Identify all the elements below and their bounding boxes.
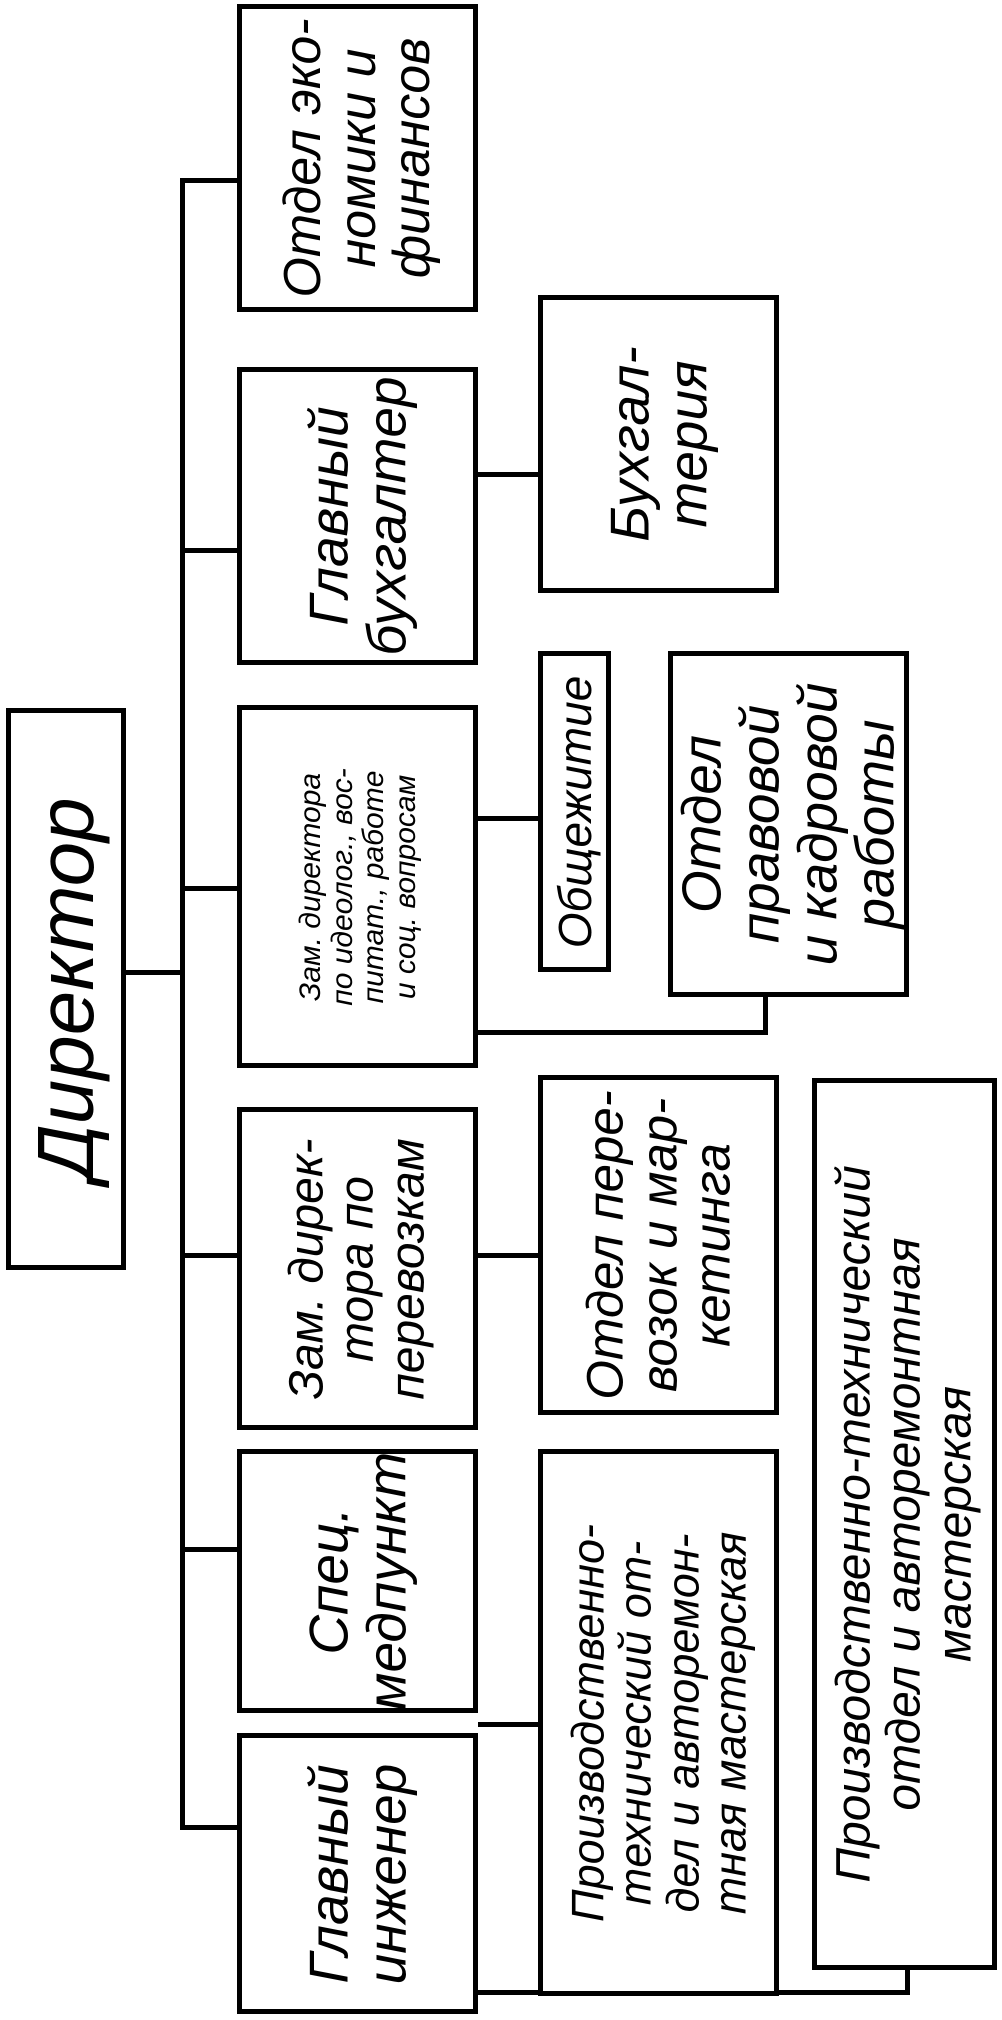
director-label: Директор bbox=[21, 797, 110, 1181]
economics-finance-box: Отдел эко- номики и финансов bbox=[237, 4, 478, 312]
connector-director bbox=[98, 970, 180, 975]
director-box: Директор bbox=[6, 708, 126, 1270]
legal-hr-box: Отдел правовой и кадровой работы bbox=[668, 651, 909, 997]
production-workshop-b-box: Производственно-технический отдел и авто… bbox=[812, 1078, 997, 1970]
chief-engineer-box: Главный инженер bbox=[237, 1733, 478, 2014]
connector-legal-hr-v bbox=[763, 992, 768, 1035]
production-workshop-a-label: Производственно- технический от- дел и а… bbox=[562, 1523, 755, 1922]
deputy-transport-label: Зам. дирек- тора по перевозкам bbox=[279, 1137, 434, 1400]
connector-medpoint bbox=[180, 1547, 237, 1552]
deputy-transport-box: Зам. дирек- тора по перевозкам bbox=[237, 1107, 478, 1430]
connector-dormitory bbox=[478, 816, 538, 821]
connector-economics bbox=[180, 178, 237, 183]
connector-workshop-b-v bbox=[905, 1965, 910, 1995]
accounting-label: Бухгал- терия bbox=[597, 346, 718, 542]
deputy-ideology-box: Зам. директора по идеолог., вос- питат.,… bbox=[237, 705, 478, 1068]
chief-accountant-label: Главный бухгалтер bbox=[296, 376, 417, 656]
transport-marketing-label: Отдел пере- возок и мар- кетинга bbox=[576, 1090, 741, 1400]
economics-finance-label: Отдел эко- номики и финансов bbox=[273, 18, 441, 298]
medpoint-label: Спец. медпункт bbox=[296, 1451, 417, 1711]
connector-accounting bbox=[478, 472, 538, 477]
connector-legal-hr-h bbox=[478, 1030, 768, 1035]
connector-deputy-transport bbox=[180, 1253, 237, 1258]
accounting-box: Бухгал- терия bbox=[538, 295, 779, 593]
connector-deputy-ideology bbox=[180, 886, 237, 891]
medpoint-box: Спец. медпункт bbox=[237, 1449, 478, 1713]
connector-main-spine bbox=[180, 178, 185, 1830]
production-workshop-a-box: Производственно- технический от- дел и а… bbox=[538, 1449, 779, 1996]
chief-accountant-box: Главный бухгалтер bbox=[237, 367, 478, 665]
deputy-ideology-label: Зам. директора по идеолог., вос- питат.,… bbox=[293, 767, 422, 1006]
transport-marketing-box: Отдел пере- возок и мар- кетинга bbox=[538, 1075, 779, 1415]
chief-engineer-label: Главный инженер bbox=[296, 1763, 417, 1984]
connector-workshop-a bbox=[478, 1722, 538, 1727]
dormitory-box: Общежитие bbox=[538, 651, 611, 972]
dormitory-label: Общежитие bbox=[548, 675, 601, 948]
production-workshop-b-label: Производственно-технический отдел и авто… bbox=[826, 1165, 981, 1883]
connector-chief-accountant bbox=[180, 548, 237, 553]
connector-chief-engineer bbox=[180, 1825, 237, 1830]
legal-hr-label: Отдел правовой и кадровой работы bbox=[670, 682, 906, 966]
connector-transport-marketing bbox=[478, 1253, 538, 1258]
